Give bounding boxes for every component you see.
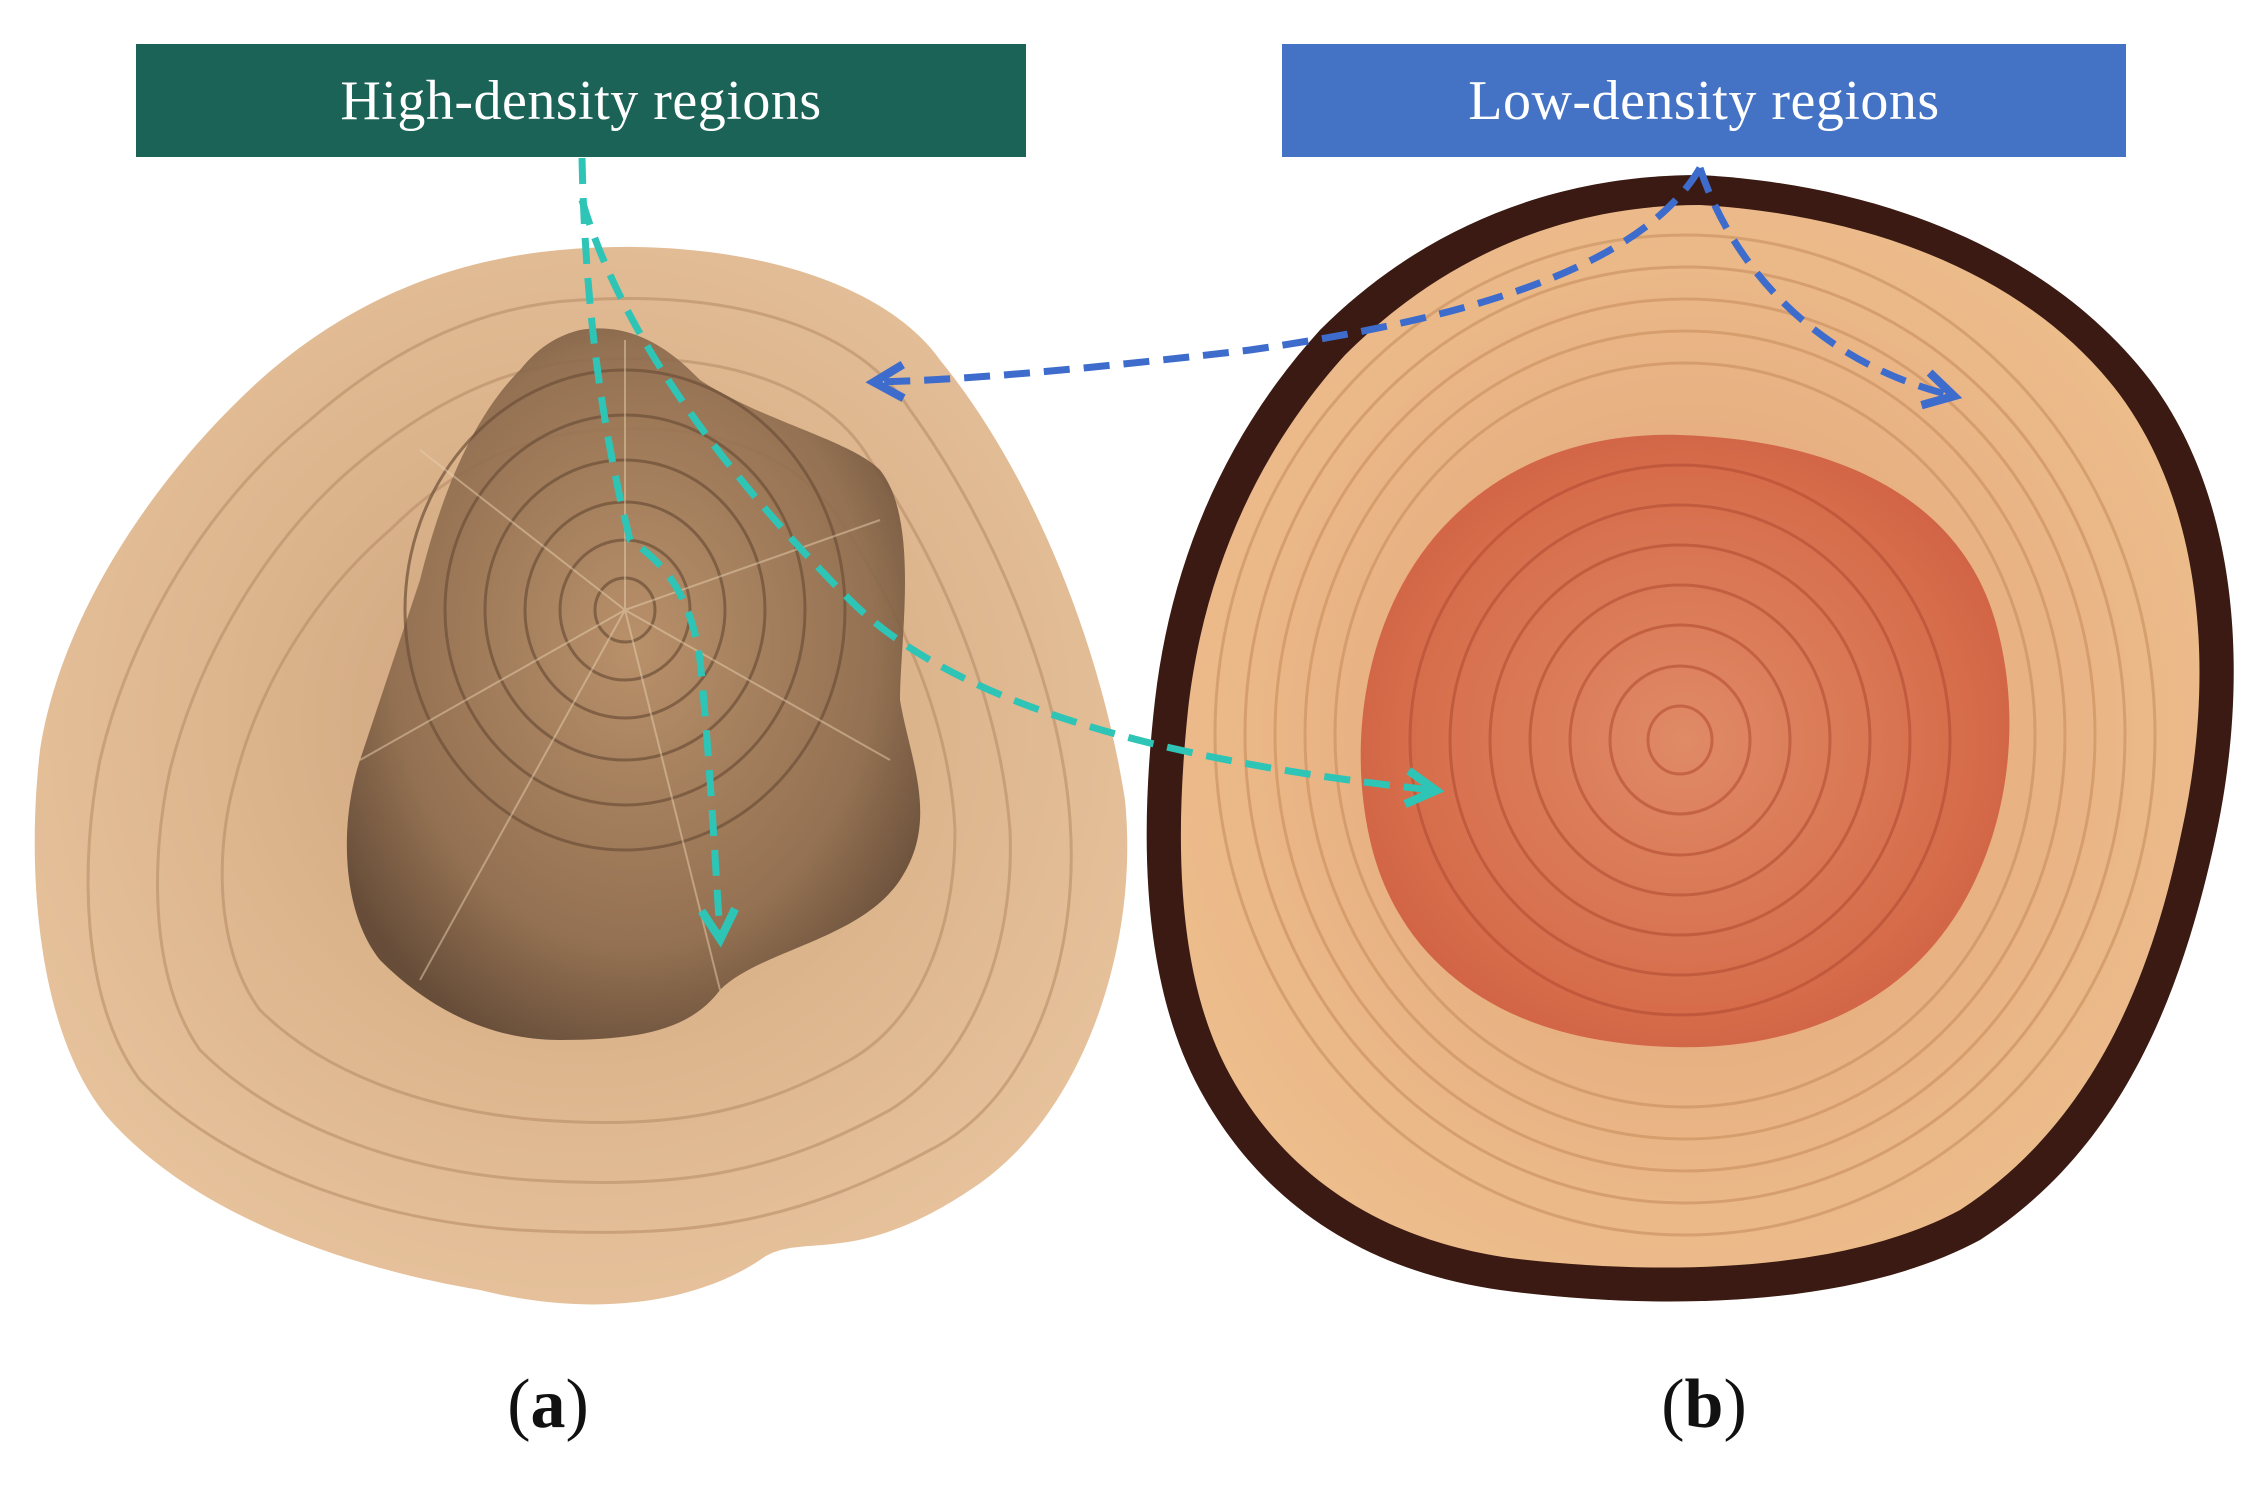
high-density-arrow-to-pine <box>578 199 1445 808</box>
high-density-arrows <box>578 157 1445 948</box>
panel-b-open: ( <box>1661 1366 1685 1443</box>
pine-heartwood <box>1360 434 2010 1048</box>
panel-a-open: ( <box>507 1366 531 1443</box>
pine-cross-section <box>1146 175 2234 1302</box>
oak-cross-section <box>34 246 1128 1305</box>
low-density-label-box: Low-density regions <box>1282 44 2126 157</box>
panel-label-b: (b) <box>1604 1365 1804 1445</box>
panel-a-letter: a <box>530 1366 566 1443</box>
high-density-label-box: High-density regions <box>136 44 1026 157</box>
pine-sapwood-rings <box>1213 233 2157 1237</box>
low-density-label: Low-density regions <box>1468 69 1940 132</box>
low-density-arrow-to-oak <box>865 166 1704 402</box>
high-density-arrow-to-oak <box>578 157 739 948</box>
high-density-label: High-density regions <box>340 69 822 132</box>
panel-label-a: (a) <box>448 1365 648 1445</box>
panel-b-letter: b <box>1684 1366 1724 1443</box>
low-density-arrows <box>865 166 1963 410</box>
pine-heart-rings <box>1408 463 1952 1017</box>
low-density-arrow-to-pine <box>1696 166 1963 410</box>
panel-a-close: ) <box>565 1366 589 1443</box>
panel-b-close: ) <box>1723 1366 1747 1443</box>
